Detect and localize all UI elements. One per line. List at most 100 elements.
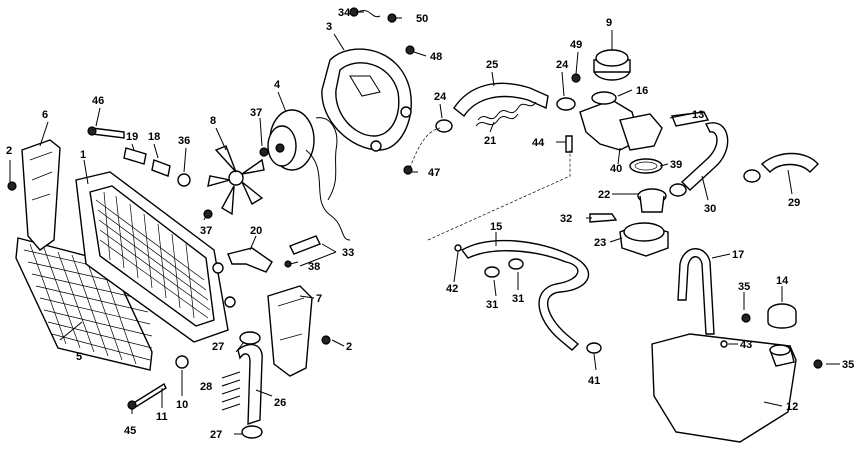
hose-30	[680, 122, 729, 191]
callout-32: 32	[560, 213, 572, 225]
hose-clamp-29	[743, 169, 761, 183]
callout-28: 28	[200, 381, 212, 393]
clip-42	[454, 244, 462, 252]
callout-40: 40	[610, 163, 622, 175]
callout-38: 38	[308, 261, 320, 273]
collar-10	[175, 355, 189, 369]
callout-33: 33	[342, 247, 354, 259]
bolt-44	[565, 135, 573, 153]
callout-17: 17	[732, 249, 744, 261]
callout-50: 50	[416, 13, 428, 25]
filler-neck	[579, 91, 663, 151]
bolt-34	[349, 7, 381, 18]
bolt-35a	[741, 313, 751, 323]
bolt-45	[127, 382, 167, 410]
callout-37b: 37	[200, 225, 212, 237]
callout-5: 5	[76, 351, 82, 363]
fan-shroud	[321, 48, 412, 152]
callout-2a: 2	[6, 145, 12, 157]
callout-26: 26	[274, 397, 286, 409]
callout-18: 18	[148, 131, 160, 143]
callout-49: 49	[570, 39, 582, 51]
callout-12: 12	[786, 401, 798, 413]
overflow-hose	[677, 248, 715, 335]
callout-44: 44	[532, 137, 545, 149]
callout-31b: 31	[512, 293, 524, 305]
callout-4: 4	[274, 79, 281, 91]
nut-37a	[259, 147, 269, 157]
lower-hose	[237, 343, 263, 425]
callout-27b: 27	[210, 429, 222, 441]
grommet-36	[177, 173, 191, 187]
hose-clamp-41	[586, 342, 602, 354]
hose-clamp-30	[669, 183, 687, 197]
callout-15: 15	[490, 221, 502, 233]
callout-10: 10	[176, 399, 188, 411]
callout-3: 3	[326, 21, 332, 33]
bolt-47	[403, 165, 413, 175]
callout-29: 29	[788, 197, 800, 209]
hose-clamp-31a	[484, 266, 500, 278]
callout-24a: 24	[434, 91, 447, 103]
hose-clamp-27b	[241, 425, 263, 439]
callout-31a: 31	[486, 299, 498, 311]
callout-48: 48	[430, 51, 442, 63]
callout-23: 23	[594, 237, 606, 249]
callout-42: 42	[446, 283, 458, 295]
callout-43: 43	[740, 339, 752, 351]
bolt-2b	[321, 335, 331, 345]
bolt-50	[387, 13, 397, 23]
hose-spring	[475, 101, 537, 127]
callout-13: 13	[692, 109, 704, 121]
bypass-hose	[460, 239, 590, 351]
callout-9: 9	[606, 17, 612, 29]
hose-clamp-24a	[435, 119, 453, 133]
upper-hose	[453, 82, 549, 118]
callout-46: 46	[92, 95, 104, 107]
reserve-tank-cap	[767, 303, 797, 329]
hose-clamp-27a	[239, 331, 261, 345]
callout-7: 7	[316, 293, 322, 305]
callout-6: 6	[42, 109, 48, 121]
callout-2b: 2	[346, 341, 352, 353]
callout-36: 36	[178, 135, 190, 147]
lower-spring	[221, 371, 241, 411]
bolt-35b	[813, 359, 823, 369]
callout-11: 11	[156, 411, 168, 423]
callout-25: 25	[486, 59, 498, 71]
callout-24b: 24	[556, 59, 569, 71]
side-cover-left	[21, 139, 61, 251]
callout-30: 30	[704, 203, 716, 215]
fan-bracket	[227, 247, 273, 273]
callout-35a: 35	[738, 281, 750, 293]
callout-19: 19	[126, 131, 138, 143]
callout-27a: 27	[212, 341, 224, 353]
thermostat-housing	[619, 222, 669, 257]
callout-21: 21	[484, 135, 496, 147]
bolt-48	[405, 45, 415, 55]
fan-blade	[207, 145, 265, 216]
hose-29	[760, 152, 819, 173]
fan-motor	[267, 109, 351, 241]
side-cover-right	[267, 285, 313, 377]
callout-39: 39	[670, 159, 682, 171]
callout-14: 14	[776, 275, 789, 287]
callout-16: 16	[636, 85, 648, 97]
grommet-18	[151, 159, 171, 177]
bolt-49	[571, 73, 581, 83]
hose-clamp-24b	[556, 97, 576, 111]
thermostat	[637, 188, 667, 213]
reserve-tank	[651, 333, 797, 443]
callout-41: 41	[588, 375, 600, 387]
callout-35b: 35	[842, 359, 854, 371]
bolt-46	[87, 126, 125, 139]
callout-22: 22	[598, 189, 610, 201]
o-ring	[629, 158, 663, 174]
leader-lines	[9, 11, 840, 435]
callout-45: 45	[124, 425, 136, 437]
temperature-sensor	[589, 213, 618, 223]
callout-37a: 37	[250, 107, 262, 119]
collar-19	[123, 147, 147, 165]
